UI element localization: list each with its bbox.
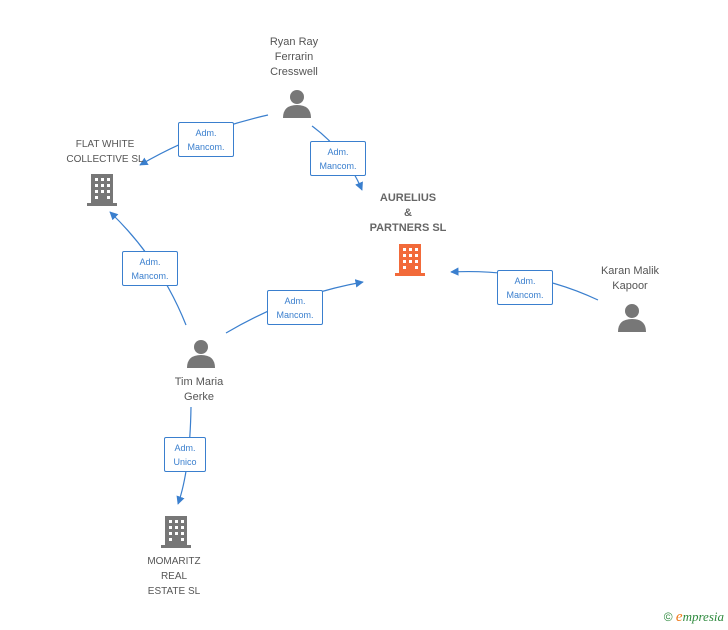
label-line: Gerke bbox=[184, 391, 214, 403]
relation-box-tim-flat[interactable]: Adm. Mancom. bbox=[122, 251, 178, 286]
node-label-flat-white[interactable]: FLAT WHITE COLLECTIVE SL bbox=[40, 137, 170, 167]
node-label-aurelius[interactable]: AURELIUS & PARTNERS SL bbox=[350, 191, 466, 236]
person-icon[interactable] bbox=[618, 304, 646, 332]
node-label-ryan[interactable]: Ryan Ray Ferrarin Cresswell bbox=[244, 35, 344, 80]
empresia-logo-initial: e bbox=[675, 609, 683, 625]
relation-box-karan-aurelius[interactable]: Adm. Mancom. bbox=[497, 270, 553, 305]
relation-box-tim-aurelius[interactable]: Adm. Mancom. bbox=[267, 290, 323, 325]
relation-line: Mancom. bbox=[276, 310, 314, 320]
relation-line: Unico bbox=[173, 457, 197, 467]
building-icon-highlight[interactable] bbox=[395, 244, 425, 276]
relation-line: Adm. bbox=[174, 443, 196, 453]
relation-line: Mancom. bbox=[319, 161, 357, 171]
label-line: MOMARITZ bbox=[147, 556, 201, 567]
footer-watermark: © empresia bbox=[664, 609, 724, 626]
copyright-symbol: © bbox=[663, 610, 673, 624]
label-line: Ferrarin bbox=[274, 51, 314, 63]
label-line: ESTATE SL bbox=[147, 586, 201, 597]
person-icon[interactable] bbox=[187, 340, 215, 368]
relation-line: Adm. bbox=[284, 296, 306, 306]
label-line: AURELIUS bbox=[379, 192, 437, 204]
building-icon[interactable] bbox=[87, 174, 117, 206]
relation-box-tim-momaritz[interactable]: Adm. Unico bbox=[164, 437, 206, 472]
label-line: PARTNERS SL bbox=[369, 222, 447, 234]
relation-line: Adm. bbox=[327, 147, 349, 157]
label-line: FLAT WHITE bbox=[75, 139, 135, 150]
label-line: Ryan Ray bbox=[269, 36, 319, 48]
label-line: REAL bbox=[160, 571, 188, 582]
person-icon[interactable] bbox=[283, 90, 311, 118]
label-line: COLLECTIVE SL bbox=[66, 154, 144, 165]
label-line: Karan Malik bbox=[600, 265, 660, 277]
relation-line: Adm. bbox=[514, 276, 536, 286]
label-line: Tim Maria bbox=[174, 376, 224, 388]
relation-box-ryan-aurelius[interactable]: Adm. Mancom. bbox=[310, 141, 366, 176]
node-label-karan[interactable]: Karan Malik Kapoor bbox=[580, 264, 680, 294]
label-line: & bbox=[404, 207, 412, 219]
node-label-tim[interactable]: Tim Maria Gerke bbox=[149, 375, 249, 405]
relation-line: Adm. bbox=[195, 128, 217, 138]
relation-box-ryan-flat[interactable]: Adm. Mancom. bbox=[178, 122, 234, 157]
relation-line: Adm. bbox=[139, 257, 161, 267]
relation-line: Mancom. bbox=[187, 142, 225, 152]
relation-line: Mancom. bbox=[131, 271, 169, 281]
empresia-logo-text: mpresia bbox=[682, 609, 724, 624]
relation-line: Mancom. bbox=[506, 290, 544, 300]
building-icon[interactable] bbox=[161, 516, 191, 548]
node-label-momaritz[interactable]: MOMARITZ REAL ESTATE SL bbox=[124, 554, 224, 599]
label-line: Cresswell bbox=[270, 66, 318, 78]
label-line: Kapoor bbox=[612, 280, 648, 292]
